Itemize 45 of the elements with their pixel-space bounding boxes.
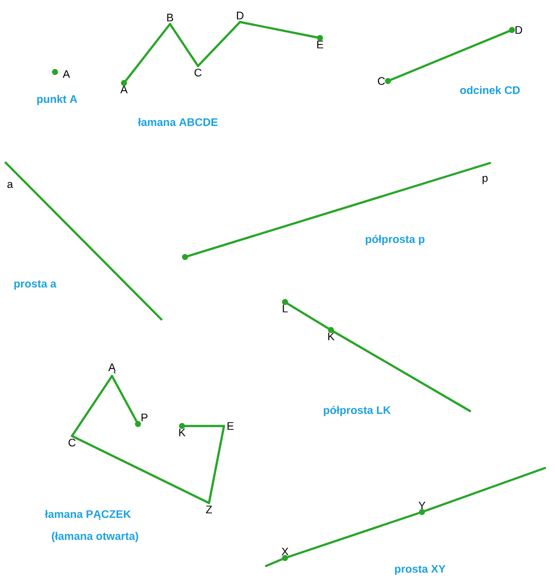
line-segment (122, 22, 172, 84)
point-label: Z (206, 506, 212, 514)
line-segment (386, 28, 514, 82)
point-label: D (236, 12, 244, 20)
point-label: D (516, 26, 522, 34)
line-segment (330, 328, 472, 412)
figure-caption: a (7, 182, 14, 188)
figure-caption: p (482, 176, 488, 184)
point-label: C (68, 438, 76, 446)
point-label: P (142, 414, 148, 422)
point-label: A (120, 86, 128, 94)
point-label: L (282, 304, 288, 312)
line-segment (284, 510, 424, 560)
line-segment (168, 22, 200, 68)
line-segment (264, 556, 286, 568)
line-segment (186, 162, 492, 258)
figure-caption: punkt A (37, 94, 78, 106)
point-label: A (62, 70, 70, 78)
figure-caption: prosta XY (395, 565, 446, 575)
line-segment (70, 374, 114, 438)
line-segment (196, 20, 242, 68)
figure-caption: półprosta p (366, 234, 424, 246)
point-label: Y (418, 502, 426, 510)
figure-caption: prosta a (14, 280, 56, 290)
figure-caption: odcinek CD (460, 86, 520, 94)
point-label: E (317, 40, 324, 48)
line-segment (238, 20, 322, 40)
line-segment (70, 434, 210, 504)
line-segment (420, 466, 546, 514)
point-label: E (228, 422, 234, 430)
line-segment (110, 374, 140, 426)
point-label: C (378, 77, 385, 85)
point-label: K (328, 332, 335, 340)
point-label: X (282, 548, 288, 556)
figure-caption: łamana ABCDE (138, 118, 218, 126)
point-label: Ą (108, 364, 116, 374)
line-segment (180, 424, 226, 428)
point-label: B (167, 14, 174, 22)
figure-caption: (łamana otwarta) (52, 532, 138, 542)
line-segment (284, 300, 332, 332)
line-segment (208, 424, 226, 504)
figure-caption: łamana PĄCZEK (45, 510, 131, 520)
figure-caption: półprosta LK (324, 406, 391, 416)
point-label: C (194, 68, 202, 76)
point-label: K (179, 428, 186, 436)
